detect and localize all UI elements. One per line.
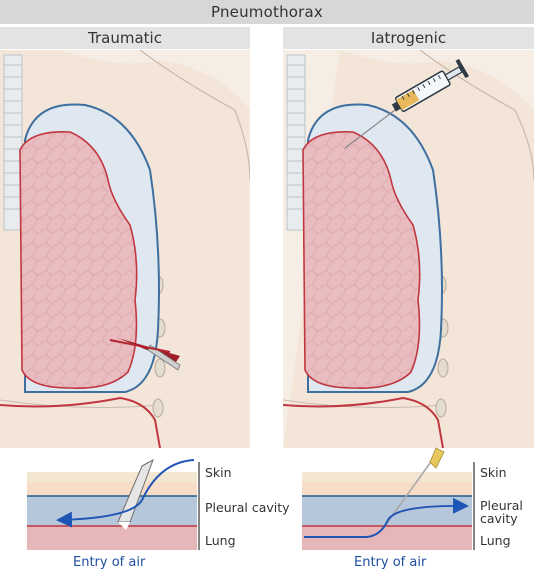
trachea <box>3 54 23 231</box>
iatrogenic-chest-panel <box>283 50 534 448</box>
trachea-right <box>286 54 306 231</box>
panel-heading-iatrogenic: Iatrogenic <box>283 27 534 49</box>
iatrogenic-cross-section <box>302 447 475 550</box>
wound-knife <box>109 338 181 371</box>
air-flow-arrow <box>56 459 195 528</box>
label-skin: Skin <box>205 465 232 480</box>
label-lung: Lung <box>205 533 236 548</box>
label-entry-of-air-iatrogenic: Entry of air <box>354 555 427 570</box>
figure-title: Pneumothorax <box>0 0 534 24</box>
label-entry-of-air-traumatic: Entry of air <box>73 555 146 570</box>
label-pleural-right-line2: cavity <box>480 511 518 526</box>
label-lung-right: Lung <box>480 533 511 548</box>
panel-heading-traumatic: Traumatic <box>0 27 250 49</box>
air-flow-arrow-right <box>304 497 469 538</box>
traumatic-cross-section <box>27 458 200 550</box>
label-pleural-right-line1: Pleural <box>480 498 523 513</box>
label-skin-right: Skin <box>480 465 507 480</box>
label-pleural-cavity: Pleural cavity <box>205 500 290 515</box>
collapsed-lung <box>19 131 138 389</box>
traumatic-chest-panel <box>0 50 250 448</box>
syringe <box>344 58 469 149</box>
collapsed-lung-right <box>302 131 421 389</box>
